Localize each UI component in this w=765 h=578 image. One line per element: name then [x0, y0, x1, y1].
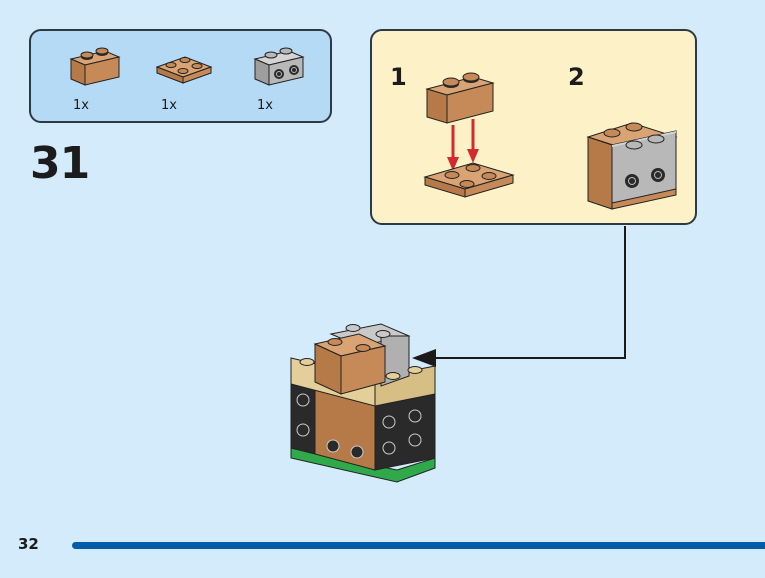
substep-1-illustration — [423, 72, 515, 198]
substep-label-2: 2 — [568, 63, 585, 91]
part-plate-2x2: 1x — [153, 41, 223, 119]
brick-side-studs-icon — [253, 47, 305, 86]
parts-list-panel: 1x 1x 1x — [29, 29, 332, 123]
part-brick-1x2-side-studs: 1x — [249, 41, 319, 119]
plate-2x2-icon — [155, 56, 213, 84]
part-quantity: 1x — [73, 98, 89, 113]
down-arrow-icon — [447, 119, 479, 171]
part-quantity: 1x — [257, 98, 273, 113]
page-divider-bar — [72, 542, 765, 549]
assembled-model-illustration — [290, 323, 436, 483]
page-number: 32 — [18, 535, 39, 553]
substep-2-illustration — [586, 122, 678, 210]
step-number: 31 — [30, 138, 90, 189]
brick-1x2-icon — [69, 47, 121, 86]
substep-label-1: 1 — [390, 63, 407, 91]
part-brick-1x2: 1x — [65, 41, 135, 119]
part-quantity: 1x — [161, 98, 177, 113]
substep-panel: 1 2 — [370, 29, 697, 225]
